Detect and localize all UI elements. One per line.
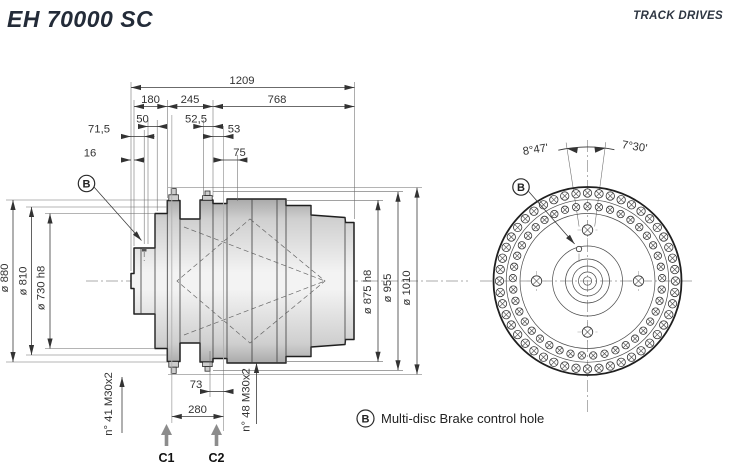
up-arrow-icon [161,424,172,435]
balloon-circle [77,174,96,193]
dim-dia-730: ø 730 h8 [36,266,48,311]
legend-balloon-letter: B [362,414,370,426]
dim-768: 768 [268,94,287,106]
stud-count-label-right: n° 48 M30x2 [241,368,253,432]
dim-245: 245 [181,94,200,106]
flange-studs [168,188,213,374]
angle-label-right: 7°30' [621,139,648,155]
balloon-letter: B [517,182,525,194]
legend-balloon-circle [356,409,375,428]
dimension-labels: 1209 180 245 768 50 52,5 71,5 53 16 75 7… [0,75,413,436]
balloon-leader [528,191,575,245]
side-view: 1209 180 245 768 50 52,5 71,5 53 16 75 7… [0,75,468,465]
dim-overall: 1209 [229,75,254,87]
dim-dia-955: ø 955 [382,274,394,303]
port-c2-label: C2 [209,451,225,465]
angle-label-left: 8°47' [522,142,549,158]
dim-dia-880: ø 880 [0,264,11,293]
dim-280: 280 [188,404,207,416]
front-view: 8°47' 7°30' B [480,139,695,412]
balloon-leader [93,186,142,241]
flange-circles [492,186,683,376]
dim-75: 75 [233,147,246,159]
angle-line-left [565,142,580,227]
balloon-b-side: B [77,174,142,241]
dimension-lines [10,84,420,433]
extension-lines [6,82,422,397]
dim-50: 50 [136,114,149,126]
legend-text: Multi-disc Brake control hole [381,411,544,426]
dim-52-5: 52,5 [185,114,207,126]
arc-arrow-left [567,147,578,154]
dim-dia-875: ø 875 h8 [362,270,374,315]
angle-dimension-arc [558,146,615,151]
port-c1: C1 [159,424,175,465]
dim-71-5: 71,5 [88,124,110,136]
balloon-b-front: B [512,178,575,245]
gearbox-body-outline [130,198,355,364]
dim-180: 180 [141,94,160,106]
arc-arrow-right [594,146,606,153]
section-label: TRACK DRIVES [633,10,723,22]
balloon-circle [512,178,530,196]
brake-control-hole-front [575,245,583,262]
dim-53: 53 [228,124,241,136]
dim-dia-1010: ø 1010 [401,270,413,305]
internal-gear-dashed-lines [176,218,326,344]
bolt-holes [494,188,681,374]
balloon-letter: B [83,179,91,191]
port-c1-label: C1 [159,451,175,465]
angle-line-right [594,142,607,227]
body-step-lines [140,199,346,363]
port-c2: C2 [209,424,225,465]
dim-73: 73 [190,379,203,391]
brake-control-hole [142,248,147,261]
up-arrow-icon [211,424,222,435]
page-title: EH 70000 SC [7,6,153,32]
dim-dia-810: ø 810 [18,267,30,296]
dim-16: 16 [84,148,97,160]
legend: B Multi-disc Brake control hole [356,409,544,428]
stud-count-label-left: n° 41 M30x2 [103,372,115,436]
